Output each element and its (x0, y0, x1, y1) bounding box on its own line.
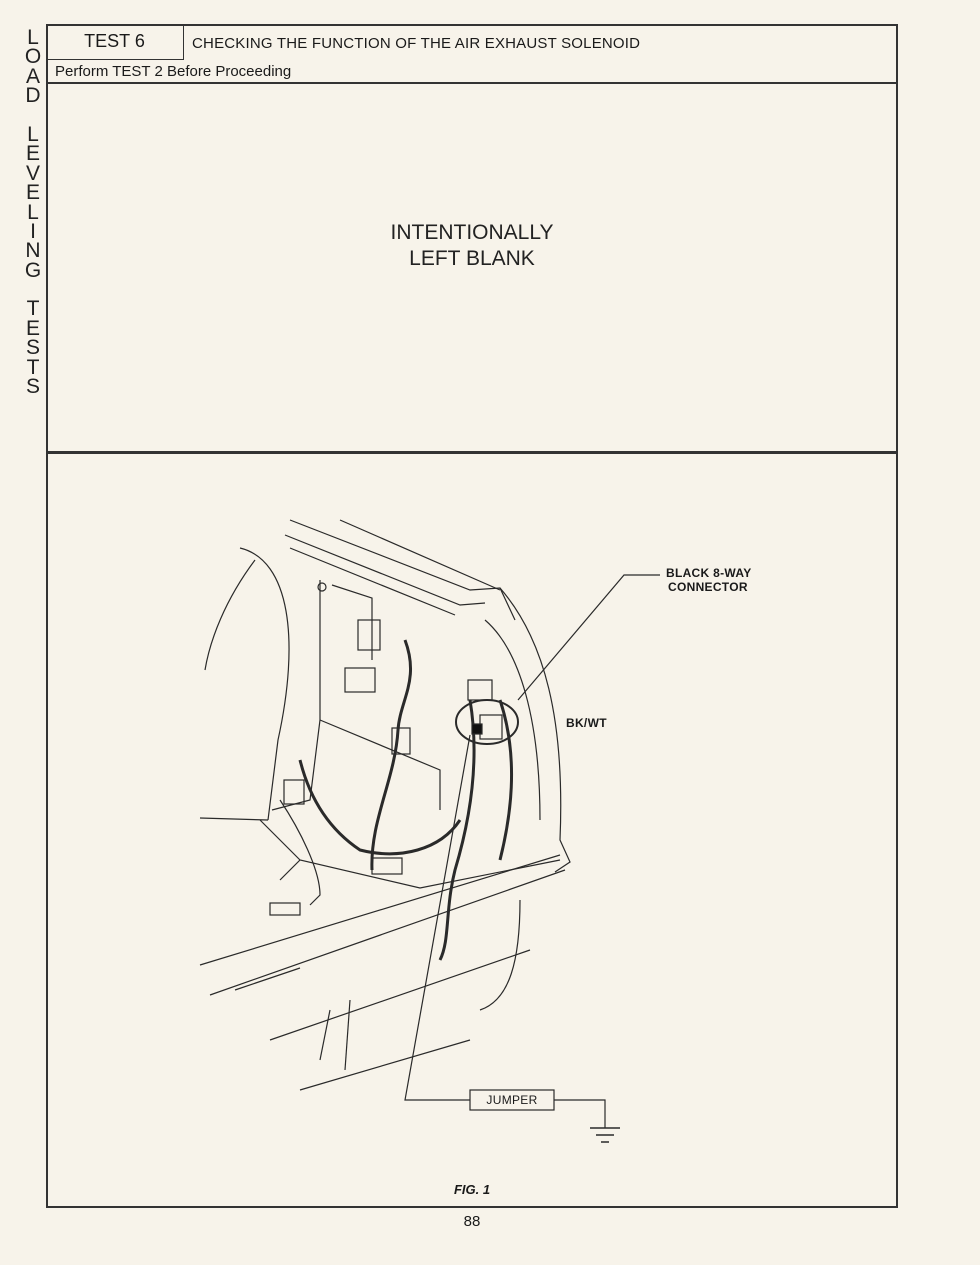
sill (259, 819, 561, 889)
connector-callout-line2: CONNECTOR (668, 580, 748, 594)
wire-harness (370, 639, 413, 871)
jumper-wire (404, 734, 471, 1101)
side-title-letter: G (24, 258, 42, 282)
jumper-label: JUMPER (486, 1093, 538, 1107)
connector-circle (455, 699, 519, 745)
wire-color-label: BK/WT (566, 716, 607, 730)
side-title-letter: A (25, 64, 40, 88)
side-title-letter: T (26, 297, 40, 321)
fender-outline (239, 547, 290, 821)
upper-panel (289, 519, 516, 621)
test-number: TEST 6 (46, 24, 184, 60)
page-frame (46, 24, 898, 1208)
blank-notice-line2: LEFT BLANK (409, 247, 535, 270)
test-title: CHECKING THE FUNCTION OF THE AIR EXHAUST… (192, 35, 641, 52)
ground-lead (554, 1099, 606, 1128)
connector-leader (517, 574, 660, 701)
side-title-letter: O (24, 45, 42, 69)
side-title-letter: L (27, 26, 39, 49)
side-title-letter: L (27, 200, 39, 224)
side-title-letter: S (25, 336, 40, 360)
rear-pillar (499, 587, 571, 873)
side-title-letter: E (25, 142, 40, 166)
side-title-letter: S (25, 375, 40, 399)
side-title-letter: V (25, 161, 40, 185)
side-title-letter: T (26, 355, 40, 379)
side-title-letter: E (25, 316, 40, 340)
test-prerequisite: Perform TEST 2 Before Proceeding (55, 63, 292, 80)
section-divider (46, 451, 898, 454)
side-title-letter: D (25, 84, 41, 108)
connector-callout-line1: BLACK 8-WAY (666, 566, 752, 580)
blank-notice-line1: INTENTIONALLY (390, 221, 554, 244)
side-title-letter: I (30, 219, 36, 243)
ground-icon (590, 1127, 620, 1143)
figure-caption: FIG. 1 (453, 1182, 491, 1197)
page-number: 88 (463, 1213, 481, 1230)
side-title-letter: L (27, 122, 39, 146)
side-title-letter: E (25, 181, 40, 205)
side-title-letter: N (25, 239, 41, 263)
compartment-wall (271, 580, 321, 811)
blank-notice: INTENTIONALLY LEFT BLANK (46, 220, 898, 272)
header-divider (46, 82, 898, 84)
